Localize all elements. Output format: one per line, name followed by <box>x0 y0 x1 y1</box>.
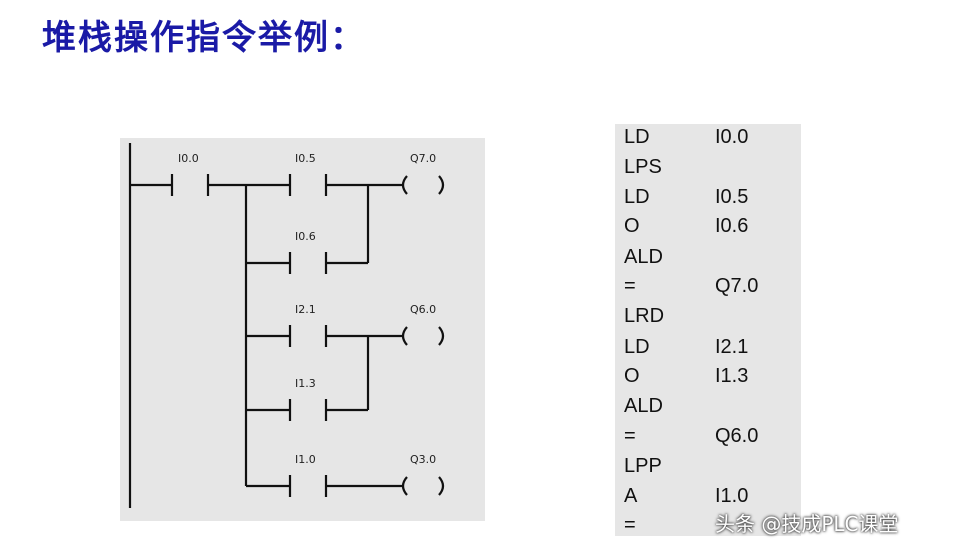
instruction-arg: Q6.0 <box>715 425 759 447</box>
label-i0-5: I0.5 <box>295 152 316 165</box>
instruction-row: LD I2.1 <box>615 336 801 366</box>
instruction-row: LRD <box>615 305 801 335</box>
instruction-op: O <box>624 365 640 387</box>
label-q7-0: Q7.0 <box>410 152 436 165</box>
instruction-row: LD I0.0 <box>615 126 801 156</box>
instruction-row: LD I0.5 <box>615 186 801 216</box>
instruction-row: ALD <box>615 395 801 425</box>
label-i2-1: I2.1 <box>295 303 316 316</box>
instruction-op: = <box>624 514 636 536</box>
instruction-row: = Q6.0 <box>615 425 801 455</box>
instruction-row: LPP <box>615 455 801 485</box>
instruction-row: ALD <box>615 246 801 276</box>
instruction-op: LPS <box>624 156 662 178</box>
instruction-op: LD <box>624 126 650 148</box>
instruction-arg: Q7.0 <box>715 275 759 297</box>
coil-q6-0 <box>401 326 408 346</box>
label-i1-0: I1.0 <box>295 453 316 466</box>
instruction-op: A <box>624 485 638 507</box>
ladder-svg: I0.0 I0.5 I0.6 I2.1 I1.3 I1.0 Q7.0 Q6.0 … <box>128 143 445 508</box>
instruction-op: LRD <box>624 305 665 327</box>
instruction-arg: I1.0 <box>715 485 749 507</box>
instruction-op: O <box>624 215 640 237</box>
instruction-op: = <box>624 275 636 297</box>
ladder-diagram: I0.0 I0.5 I0.6 I2.1 I1.3 I1.0 Q7.0 Q6.0 … <box>120 138 485 521</box>
coil-q3-0 <box>401 476 408 496</box>
label-i0-6: I0.6 <box>295 230 316 243</box>
page-title: 堆栈操作指令举例： <box>42 18 366 58</box>
instruction-row: O I1.3 <box>615 365 801 395</box>
instruction-row: = Q7.0 <box>615 275 801 305</box>
label-q3-0: Q3.0 <box>410 453 436 466</box>
instruction-op: ALD <box>624 246 663 268</box>
label-i1-3: I1.3 <box>295 377 316 390</box>
instruction-arg: I1.3 <box>715 365 749 387</box>
instruction-arg: I0.6 <box>715 215 749 237</box>
instruction-op: ALD <box>624 395 663 417</box>
watermark: 头条 @技成PLC课堂 <box>715 512 899 536</box>
instruction-arg: I2.1 <box>715 336 749 358</box>
instruction-arg: I0.5 <box>715 186 749 208</box>
instruction-op: LD <box>624 336 650 358</box>
instruction-op: LPP <box>624 455 662 477</box>
label-i0-0: I0.0 <box>178 152 199 165</box>
instruction-row: LPS <box>615 156 801 186</box>
coil-q7-0 <box>401 175 408 195</box>
instruction-row: A I1.0 <box>615 485 801 515</box>
label-q6-0: Q6.0 <box>410 303 436 316</box>
instruction-row: O I0.6 <box>615 215 801 245</box>
instruction-arg: I0.0 <box>715 126 749 148</box>
instruction-row: = <box>615 514 801 544</box>
instruction-op: LD <box>624 186 650 208</box>
instruction-op: = <box>624 425 636 447</box>
